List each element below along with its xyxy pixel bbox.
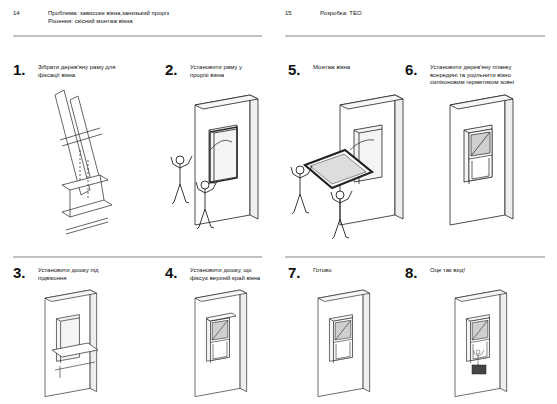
drawing-path [210, 140, 232, 150]
drawing-use [195, 95, 258, 225]
drawing-polyline [100, 175, 104, 200]
step1-exploded-frame [55, 90, 112, 234]
drawing-use [471, 318, 490, 361]
step-text: Оце так вид! [430, 267, 510, 275]
step-text: Зібрати дерев'яну раму для фіксації вікн… [38, 64, 123, 79]
step-number: 2. [165, 62, 189, 77]
drawing-use [196, 181, 217, 229]
drawing-polyline [62, 134, 102, 146]
page-number: 15 [285, 10, 315, 18]
step-text: Установити раму у прорізі вікна [190, 64, 260, 79]
drawing-use [450, 95, 513, 225]
drawing-polyline [70, 190, 71, 217]
step7-done [318, 290, 370, 397]
drawing-rect [472, 365, 486, 374]
drawing-line [285, 36, 545, 37]
step-text: Установити дошку, що фіксує верхній край… [190, 267, 270, 282]
drawing-polyline [80, 150, 81, 180]
page-number: 14 [13, 10, 43, 18]
drawing-polygon [206, 313, 236, 321]
step-text: Установити дошку під підвіконня [38, 267, 123, 282]
step-number: 6. [405, 62, 429, 77]
drawing-use [195, 290, 247, 397]
step-number: 3. [13, 265, 37, 280]
drawing-polygon [305, 150, 372, 188]
step6-seal [450, 95, 513, 225]
step-number: 1. [13, 62, 37, 77]
header-text: Проблема: зависоке вікна,занизький прорі… [48, 10, 258, 18]
header-text: Розробка: ТЕО [320, 10, 520, 18]
drawing-use [331, 191, 352, 239]
drawing-use [211, 318, 230, 361]
drawing-polyline [60, 128, 100, 140]
step-number: 4. [165, 265, 189, 280]
drawing-use [455, 290, 507, 397]
step-text: Монтаж вікна [313, 64, 353, 72]
step3-sill-board [45, 290, 98, 397]
drawing-polygon [70, 96, 100, 184]
drawing-use [318, 290, 370, 397]
drawing-polyline [210, 127, 237, 183]
drawing-line [13, 257, 262, 258]
drawing-use [171, 156, 192, 204]
rule-lines [13, 36, 545, 257]
step-number: 8. [405, 265, 429, 280]
step-text: Установити дерев'яну планку всередині та… [430, 64, 530, 87]
drawing-line [13, 36, 262, 37]
step-text: Готово [313, 267, 373, 275]
drawing-polyline [60, 366, 61, 378]
drawing-polygon [310, 154, 366, 184]
drawing-polyline [88, 160, 89, 198]
drawing-polygon [62, 200, 112, 217]
drawing-polyline [66, 222, 108, 234]
step-number: 5. [288, 62, 312, 77]
drawing-use [334, 318, 353, 361]
drawing-polyline [55, 362, 95, 370]
step8-view [455, 290, 507, 397]
drawing-use [469, 129, 492, 181]
step2-install-frame [171, 95, 258, 229]
drawing-polygon [52, 343, 98, 357]
drawing-line [285, 257, 545, 258]
step4-top-board [195, 290, 247, 397]
step-number: 7. [288, 265, 312, 280]
header-text: Рішення: скісний монтаж вікна [48, 18, 258, 26]
step5-window-mount [291, 95, 403, 239]
drawing-use [291, 166, 312, 214]
drawing-path [350, 140, 374, 150]
